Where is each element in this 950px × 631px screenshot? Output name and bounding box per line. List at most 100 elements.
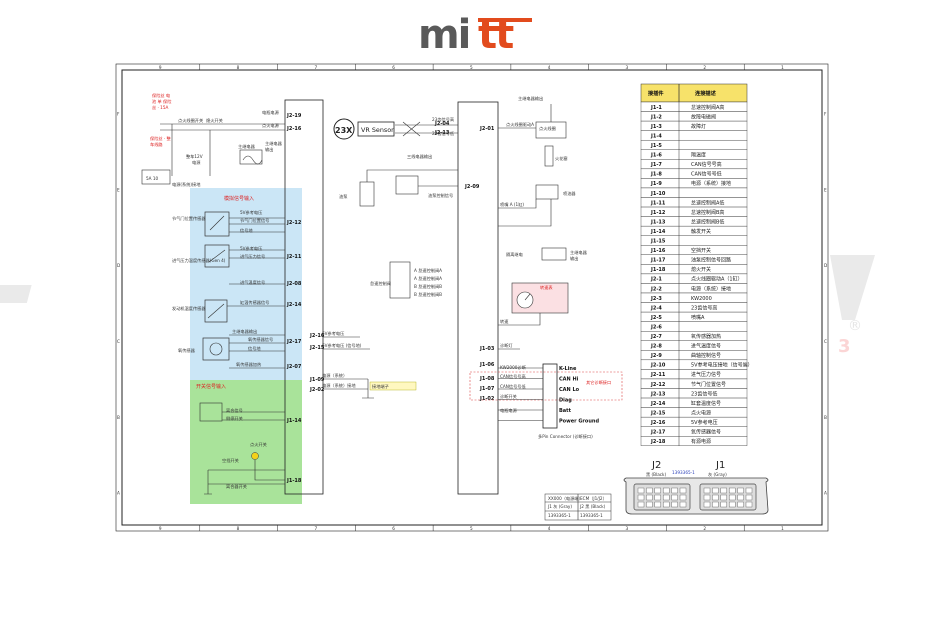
svg-text:CAN信号号高: CAN信号号高 — [500, 373, 526, 380]
svg-text:池 单 保险: 池 单 保险 — [152, 98, 172, 105]
label-relay-out: 三线电器输出 — [407, 153, 432, 160]
svg-text:节气门位置信号: 节气门位置信号 — [240, 217, 269, 224]
row-marker: C — [117, 339, 120, 344]
table-cell-pin: J1-4 — [650, 133, 662, 139]
table-cell-pin: J2-11 — [650, 372, 666, 378]
svg-text:ECM（J1/J2）: ECM（J1/J2） — [580, 496, 607, 501]
svg-text:侧停开关: 侧停开关 — [226, 415, 243, 422]
table-cell-desc: 有源电源 — [691, 438, 711, 445]
vr-badge: 23X — [335, 126, 353, 135]
table-cell-desc: KW2000 — [691, 296, 712, 302]
table-cell-pin: J2-6 — [650, 324, 662, 330]
fuel-pump-circuit: 三线电器输出 油泵 油泵控制信号 — [339, 153, 458, 207]
ref-lines: 5V参考电压 5V参考电压 (信号地) 电源（系统） 电源（系统）接地 接地端子 — [322, 330, 417, 399]
svg-text:点火电源: 点火电源 — [262, 122, 280, 129]
table-cell-desc: 节气门位置信号 — [691, 381, 726, 388]
table-row: J1-5 — [640, 139, 748, 150]
pin-label: J1-14 — [286, 418, 302, 424]
svg-text:B 怠速控制阀B: B 怠速控制阀B — [414, 291, 442, 298]
table-cell-pin: J1-10 — [650, 191, 666, 197]
svg-text:诊断灯: 诊断灯 — [500, 342, 513, 349]
svg-text:隔离继电: 隔离继电 — [506, 251, 524, 258]
part-number: 1393365-1 — [672, 470, 695, 475]
table-cell-pin: J2-7 — [650, 334, 662, 340]
pin-label: J2-15 — [309, 345, 325, 351]
miit-logo: mi tt — [418, 12, 532, 58]
table-cell-pin: J2-3 — [650, 296, 662, 302]
column-marker: 2 — [703, 65, 706, 70]
switch-inputs: 离合信号 侧停开关 点火开关 空挡开关 离合器开关 — [199, 402, 285, 495]
switch-section-title: 开关信号输入 — [196, 383, 226, 390]
svg-text:5V参考电压: 5V参考电压 — [322, 330, 344, 337]
connector-j1-label: J1 — [715, 460, 725, 471]
table-cell-pin: J2-2 — [650, 286, 662, 292]
label-tps: 节气门位置传感器 — [172, 215, 206, 222]
table-cell-desc: 氧传感器加热 — [691, 333, 721, 340]
svg-text:电源(系统)接地: 电源(系统)接地 — [172, 181, 201, 188]
svg-text:喷嘴 A (1缸): 喷嘴 A (1缸) — [500, 201, 524, 208]
table-cell-pin: J1-15 — [650, 239, 666, 245]
table-row: J2-11 进气压力信号 — [640, 369, 748, 380]
row-marker: D — [824, 263, 827, 268]
label-tach: 转速表 — [540, 284, 553, 291]
bus-caption: 多Pin Connector (诊断接口) — [538, 433, 593, 440]
label-ign-coil: 点火线圈 — [539, 125, 556, 132]
column-marker: 1 — [781, 65, 784, 70]
column-marker: 5 — [470, 65, 473, 70]
engine-temp-sensor: 发动机温度传感器 缸温传感器信号 — [172, 299, 285, 323]
pin-label: J2-02 — [309, 387, 325, 393]
table-row: J1-2 故障电磁阀 — [640, 111, 748, 122]
svg-text:5V参考电压 (信号地): 5V参考电压 (信号地) — [322, 342, 362, 349]
svg-text:熄火开关: 熄火开关 — [206, 117, 223, 124]
vr-sensor-label: VR Sensor — [361, 126, 394, 134]
table-cell-desc: 故障电磁阀 — [691, 113, 716, 120]
svg-text:接地端子: 接地端子 — [372, 383, 389, 390]
table-cell-desc: 进气压力信号 — [691, 371, 721, 378]
svg-text:XX000（电源端）: XX000（电源端） — [548, 495, 583, 502]
table-cell-desc: 氧传感器信号 — [691, 429, 721, 436]
watermark: ® 3 — [0, 255, 875, 357]
label-main-relay-out: 主继电器输出 — [518, 95, 543, 102]
table-cell-pin: J1-5 — [650, 143, 662, 149]
table-cell-pin: J1-2 — [650, 114, 662, 120]
svg-text:主继电器: 主继电器 — [570, 249, 588, 256]
svg-text:保险丝 电: 保险丝 电 — [152, 92, 171, 99]
left-pin-labels: J2-19J2-16J2-12J2-11J2-08J2-14J2-17J2-07… — [286, 113, 302, 484]
svg-text:5V参考电压: 5V参考电压 — [240, 245, 262, 252]
table-row: J2-6 — [640, 321, 748, 332]
table-cell-pin: J2-10 — [650, 363, 666, 369]
svg-text:信号地: 信号地 — [248, 345, 261, 352]
svg-text:电源: 电源 — [192, 159, 201, 166]
table-cell-desc: 点火电源 — [691, 409, 711, 416]
table-cell-desc: 5V参考电压接地（信号端） — [691, 362, 753, 369]
svg-text:车线路: 车线路 — [150, 141, 163, 148]
bus-signal-label: Power Ground — [559, 419, 599, 425]
svg-text:氧传感器信号: 氧传感器信号 — [248, 336, 273, 343]
row-marker: A — [824, 491, 827, 496]
svg-text:整车12V: 整车12V — [186, 153, 203, 160]
svg-text:23齿信号高: 23齿信号高 — [432, 116, 454, 123]
table-cell-pin: J2-9 — [650, 353, 662, 359]
table-cell-desc: 怠速控制阀A高 — [691, 104, 724, 111]
svg-text:5V参考电压: 5V参考电压 — [240, 209, 262, 216]
svg-text:CAN信号号低: CAN信号号低 — [500, 383, 526, 390]
svg-text:进气温度信号: 进气温度信号 — [240, 279, 265, 286]
svg-text:离合信号: 离合信号 — [226, 407, 243, 414]
row-marker: F — [824, 112, 827, 117]
label-spark-plug: 火花塞 — [555, 155, 568, 162]
svg-text:灰 (Gray): 灰 (Gray) — [708, 471, 727, 478]
svg-text:诊断开关: 诊断开关 — [500, 393, 517, 400]
